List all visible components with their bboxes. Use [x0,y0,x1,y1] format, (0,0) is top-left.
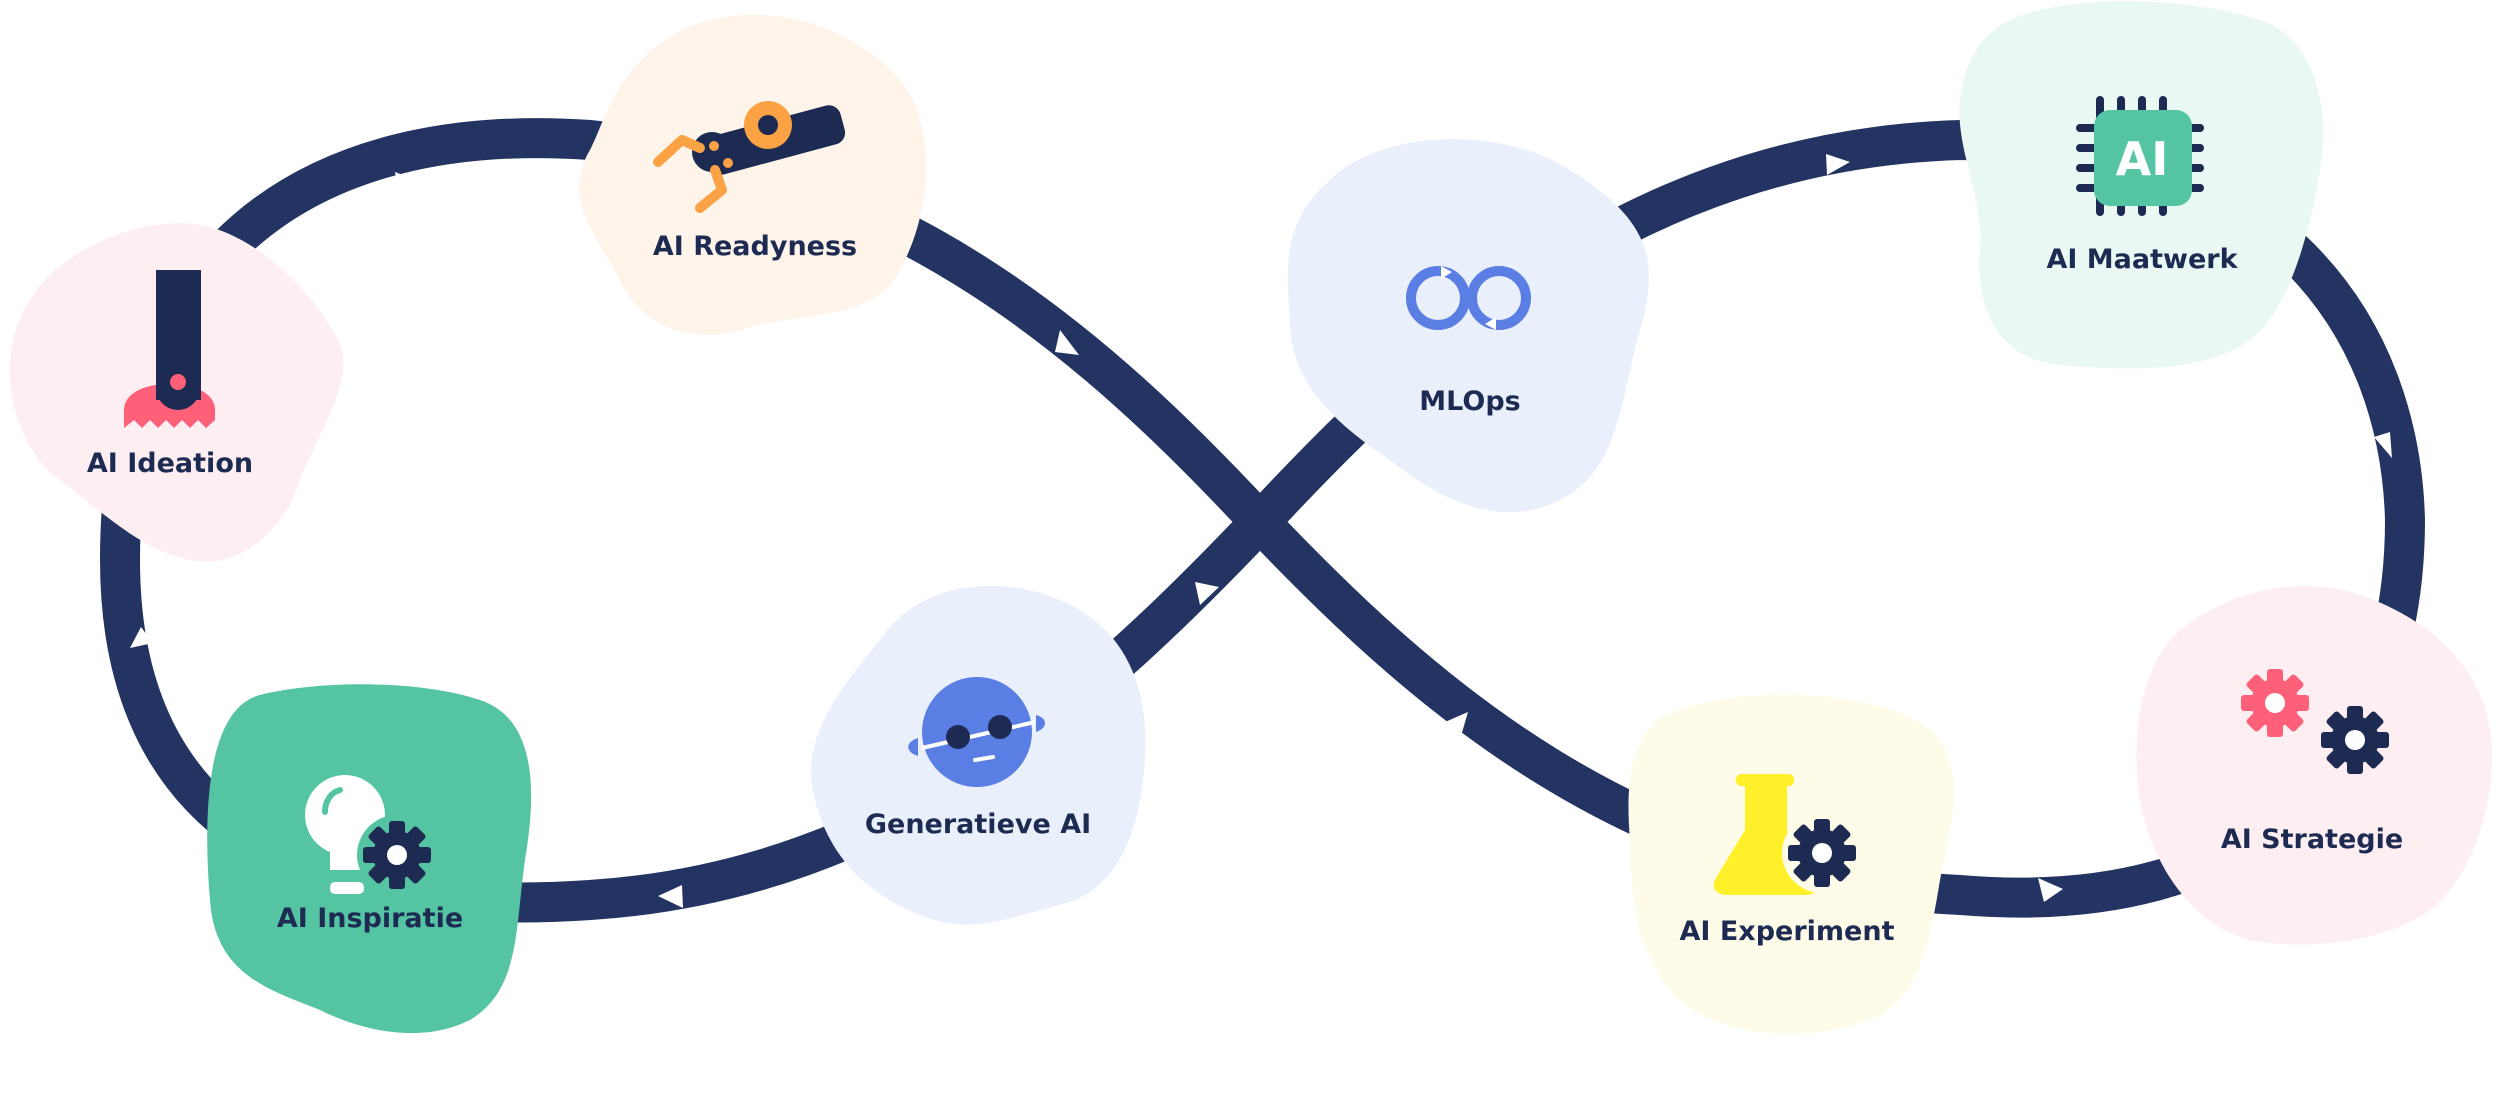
blob-mlops [1287,139,1649,513]
ai-chip-icon: AI [2076,96,2204,216]
label-ai-inspiratie: AI Inspiratie [277,903,463,934]
arrow-marker [1826,154,1850,175]
robot-finger-icon [124,270,215,428]
blob-ai-strategie [2136,586,2492,945]
node-ai-inspiratie[interactable]: AI Inspiratie [207,684,532,1034]
arrow-marker [1195,582,1219,605]
label-mlops: MLOps [1419,386,1520,417]
node-mlops[interactable]: MLOps [1287,139,1649,513]
arrow-marker [2374,432,2392,458]
flow-arrows [130,154,2392,908]
arrow-marker [1055,330,1079,355]
label-ai-ideation: AI Ideation [87,448,253,479]
node-ai-ideation[interactable]: AI Ideation [9,223,344,562]
loop-arrows [1441,266,1496,330]
blob-ai-readyness [579,14,927,335]
node-ai-experiment[interactable]: AI Experiment [1628,694,1954,1034]
arrow-marker [658,885,683,908]
robot-face-icon [908,677,1045,787]
infinity-loop-icon [1406,266,1531,330]
node-ai-readyness[interactable]: AI Readyness [579,14,927,335]
label-ai-strategie: AI Strategie [2221,824,2403,855]
arrow-marker [1445,712,1468,736]
arrow-marker [2038,878,2063,902]
label-generatieve-ai: Generatieve AI [865,809,1091,840]
label-ai-experiment: AI Experiment [1680,916,1895,947]
lightbulb-gear-icon [305,775,437,895]
node-ai-strategie[interactable]: AI Strategie [2136,586,2492,945]
arrow-marker [130,627,153,648]
label-ai-maatwerk: AI Maatwerk [2046,244,2238,275]
node-generatieve-ai[interactable]: Generatieve AI [811,585,1146,925]
arrow-marker [395,172,420,196]
node-ai-maatwerk[interactable]: AI AI Maatwerk [1959,1,2324,369]
chip-text: AI [2116,132,2169,186]
robot-arm-icon [653,101,846,213]
label-ai-readyness: AI Readyness [653,231,857,262]
flask-gear-icon [1713,774,1862,895]
